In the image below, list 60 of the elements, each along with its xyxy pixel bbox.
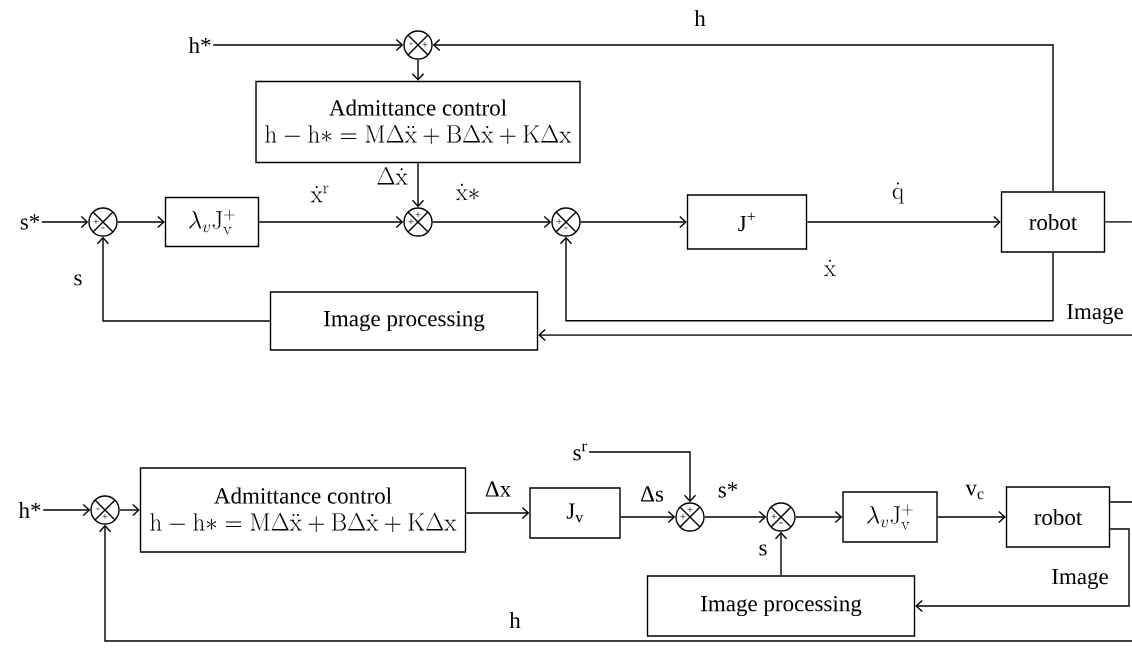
arrow: [588, 451, 697, 503]
arrow: [620, 510, 676, 524]
arrow: [258, 215, 404, 229]
edge-label: $\dot{\mathrm{x}}*$: [454, 182, 482, 202]
edge-label: v$_{c}$: [964, 483, 986, 501]
arrow: [704, 510, 767, 524]
edge-label: h: [508, 611, 522, 629]
edge-label: $\dot{\mathrm{x}}^{\mathrm{r}}$: [309, 184, 331, 204]
arrow: [465, 506, 530, 520]
block-box: Image processing: [646, 575, 916, 637]
block-box: Image processing: [269, 291, 539, 351]
summing-junction: + +: [675, 502, 705, 532]
arrow: [96, 236, 271, 322]
edge-label: Δx: [483, 480, 513, 498]
summing-junction: + +: [403, 207, 433, 237]
arrow: [411, 59, 425, 81]
edge-label: s: [757, 543, 769, 557]
signal-label: s*: [20, 214, 40, 230]
summing-junction: + -: [551, 207, 581, 237]
arrow: [411, 162, 425, 208]
summing-junction: + -: [88, 207, 118, 237]
summing-junction: - +: [403, 30, 433, 60]
arrow: [98, 524, 1132, 642]
edge-label: Image: [1050, 568, 1110, 590]
arrow: [538, 328, 1132, 342]
block-box: J$_{v}$: [529, 487, 621, 539]
arrow: [41, 215, 89, 229]
arrow: [937, 510, 1006, 524]
summing-junction: + -: [766, 502, 796, 532]
arrow: [42, 503, 91, 517]
arrow: [432, 215, 552, 229]
block-box: robot: [1000, 191, 1106, 253]
block-box: $\lambda_{v}\mathrm{J}_{\mathrm{v}}^{+}$: [842, 491, 938, 543]
block-box: Admittance control $\mathrm{h-h*=M\Delta\ddot{x}+B\Delta\dot{x}+K\Delta x}$: [139, 467, 467, 553]
edge-label: Δs: [639, 485, 665, 503]
block-box: robot: [1005, 486, 1111, 548]
block-box: J$^{+}$: [686, 194, 808, 250]
edge-label: $\dot{\mathrm{x}}$: [823, 258, 838, 278]
edge-label: h: [693, 9, 707, 27]
edge-label: Image: [1065, 303, 1125, 325]
arrow: [915, 528, 1130, 613]
arrow: [774, 531, 788, 576]
arrow: [212, 38, 404, 52]
arrow: [117, 215, 165, 229]
arrow: [795, 510, 843, 524]
block-box: Admittance control $\mathrm{h-h*=M\Delta\ddot{x}+B\Delta\dot{x}+K\Delta x}$: [255, 80, 581, 164]
edge-label: $\Delta\dot{\mathrm{x}}$: [375, 166, 409, 186]
arrow: [580, 215, 687, 229]
arrow: [806, 215, 1001, 229]
signal-label: h*: [18, 502, 41, 518]
edge-label: $\dot{\mathrm{q}}$: [891, 181, 906, 205]
edge-label: s*: [716, 481, 740, 499]
arrow: [559, 236, 1054, 322]
arrow: [119, 503, 140, 517]
summing-junction: - +: [90, 495, 120, 525]
signal-label: h*: [188, 37, 211, 53]
arrow: [432, 38, 1054, 192]
signal-label: s$^{r}$: [573, 443, 587, 461]
edge-label: s: [72, 273, 84, 287]
block-box: $\lambda_{v}\mathrm{J}_{\mathrm{v}}^{+}$: [164, 196, 260, 248]
